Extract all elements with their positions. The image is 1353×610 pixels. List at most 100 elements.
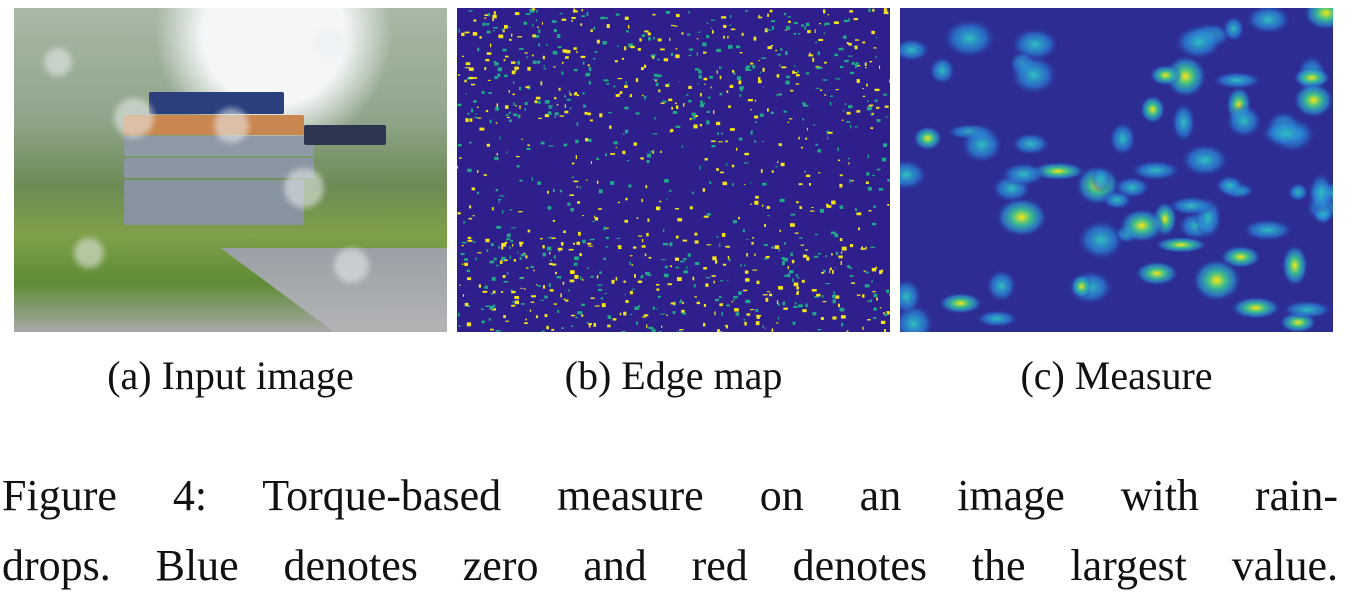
edge-mark bbox=[711, 144, 716, 148]
edge-mark bbox=[873, 47, 877, 49]
edge-mark bbox=[488, 318, 491, 321]
edge-mark bbox=[505, 105, 509, 109]
edge-mark bbox=[706, 213, 711, 216]
edge-mark bbox=[641, 245, 646, 248]
edge-mark bbox=[535, 315, 539, 319]
edge-mark bbox=[581, 303, 585, 307]
edge-mark bbox=[775, 322, 779, 324]
edge-mark bbox=[544, 100, 550, 104]
edge-mark bbox=[672, 311, 676, 314]
edge-mark bbox=[537, 26, 539, 29]
edge-mark bbox=[530, 265, 534, 268]
edge-mark bbox=[831, 253, 833, 256]
edge-map-canvas bbox=[457, 8, 890, 332]
edge-mark bbox=[710, 86, 712, 89]
edge-mark bbox=[861, 246, 864, 250]
edge-mark bbox=[551, 263, 557, 266]
edge-mark bbox=[666, 198, 668, 200]
edge-mark bbox=[754, 200, 759, 205]
edge-mark bbox=[699, 165, 701, 170]
edge-mark bbox=[525, 13, 531, 16]
edge-mark bbox=[593, 57, 596, 60]
edge-mark bbox=[754, 253, 756, 256]
edge-mark bbox=[645, 272, 650, 275]
edge-mark bbox=[598, 189, 603, 194]
edge-mark bbox=[675, 266, 679, 269]
edge-mark bbox=[694, 296, 697, 298]
edge-mark bbox=[758, 14, 760, 18]
edge-mark bbox=[593, 322, 597, 327]
edge-mark bbox=[587, 242, 592, 245]
edge-mark bbox=[692, 191, 694, 194]
edge-mark bbox=[727, 35, 729, 39]
edge-mark bbox=[491, 277, 496, 281]
edge-mark bbox=[563, 298, 566, 301]
edge-mark bbox=[770, 111, 774, 114]
edge-mark bbox=[596, 39, 600, 44]
edge-mark bbox=[825, 283, 831, 285]
edge-mark bbox=[606, 83, 610, 85]
edge-mark bbox=[603, 226, 606, 231]
edge-mark bbox=[814, 29, 816, 34]
edge-mark bbox=[738, 137, 743, 141]
edge-mark bbox=[696, 52, 698, 56]
edge-mark bbox=[833, 21, 839, 25]
edge-mark bbox=[648, 256, 652, 259]
edge-mark bbox=[700, 100, 703, 105]
measure-blob bbox=[1134, 260, 1179, 286]
edge-mark bbox=[589, 238, 595, 241]
edge-mark bbox=[673, 25, 678, 27]
edge-mark bbox=[556, 103, 559, 106]
edge-mark bbox=[817, 149, 822, 153]
edge-mark bbox=[536, 9, 538, 13]
edge-mark bbox=[849, 267, 853, 269]
edge-mark bbox=[641, 316, 647, 318]
sign-grey-3 bbox=[124, 180, 304, 225]
edge-mark bbox=[846, 121, 851, 123]
edge-mark bbox=[532, 60, 537, 64]
edge-mark bbox=[504, 55, 509, 58]
edge-mark bbox=[653, 36, 656, 40]
edge-mark bbox=[513, 80, 515, 85]
edge-mark bbox=[508, 90, 510, 93]
edge-mark bbox=[727, 279, 729, 282]
edge-mark bbox=[569, 194, 575, 196]
measure-blob bbox=[1149, 64, 1182, 86]
edge-mark bbox=[824, 23, 826, 26]
edge-mark bbox=[749, 182, 752, 184]
edge-mark bbox=[585, 72, 591, 77]
edge-mark bbox=[856, 212, 862, 216]
edge-mark bbox=[494, 62, 499, 66]
edge-mark bbox=[623, 311, 627, 316]
edge-mark bbox=[655, 82, 659, 87]
measure-blob bbox=[960, 125, 1004, 164]
edge-mark bbox=[681, 32, 684, 35]
measure-blob bbox=[1167, 195, 1216, 216]
edge-mark bbox=[698, 74, 702, 79]
edge-mark bbox=[636, 217, 639, 219]
edge-mark bbox=[707, 96, 711, 99]
edge-mark bbox=[542, 55, 545, 60]
edge-mark bbox=[742, 289, 748, 292]
measure-blob bbox=[1211, 71, 1263, 90]
edge-mark bbox=[726, 90, 729, 93]
edge-mark bbox=[519, 179, 523, 182]
edge-mark bbox=[615, 146, 617, 149]
edge-mark bbox=[796, 292, 798, 296]
edge-mark bbox=[658, 89, 661, 93]
edge-mark bbox=[667, 283, 673, 286]
edge-mark bbox=[794, 65, 796, 67]
edge-mark bbox=[677, 331, 682, 332]
edge-mark bbox=[876, 297, 878, 301]
edge-mark bbox=[693, 124, 698, 129]
edge-mark bbox=[615, 276, 618, 281]
edge-mark bbox=[779, 198, 785, 203]
edge-mark bbox=[738, 80, 742, 85]
edge-mark bbox=[765, 297, 769, 302]
edge-mark bbox=[464, 79, 467, 83]
edge-mark bbox=[867, 187, 872, 191]
edge-mark bbox=[832, 299, 836, 304]
edge-mark bbox=[752, 269, 758, 271]
edge-mark bbox=[694, 232, 698, 236]
edge-mark bbox=[525, 86, 530, 89]
